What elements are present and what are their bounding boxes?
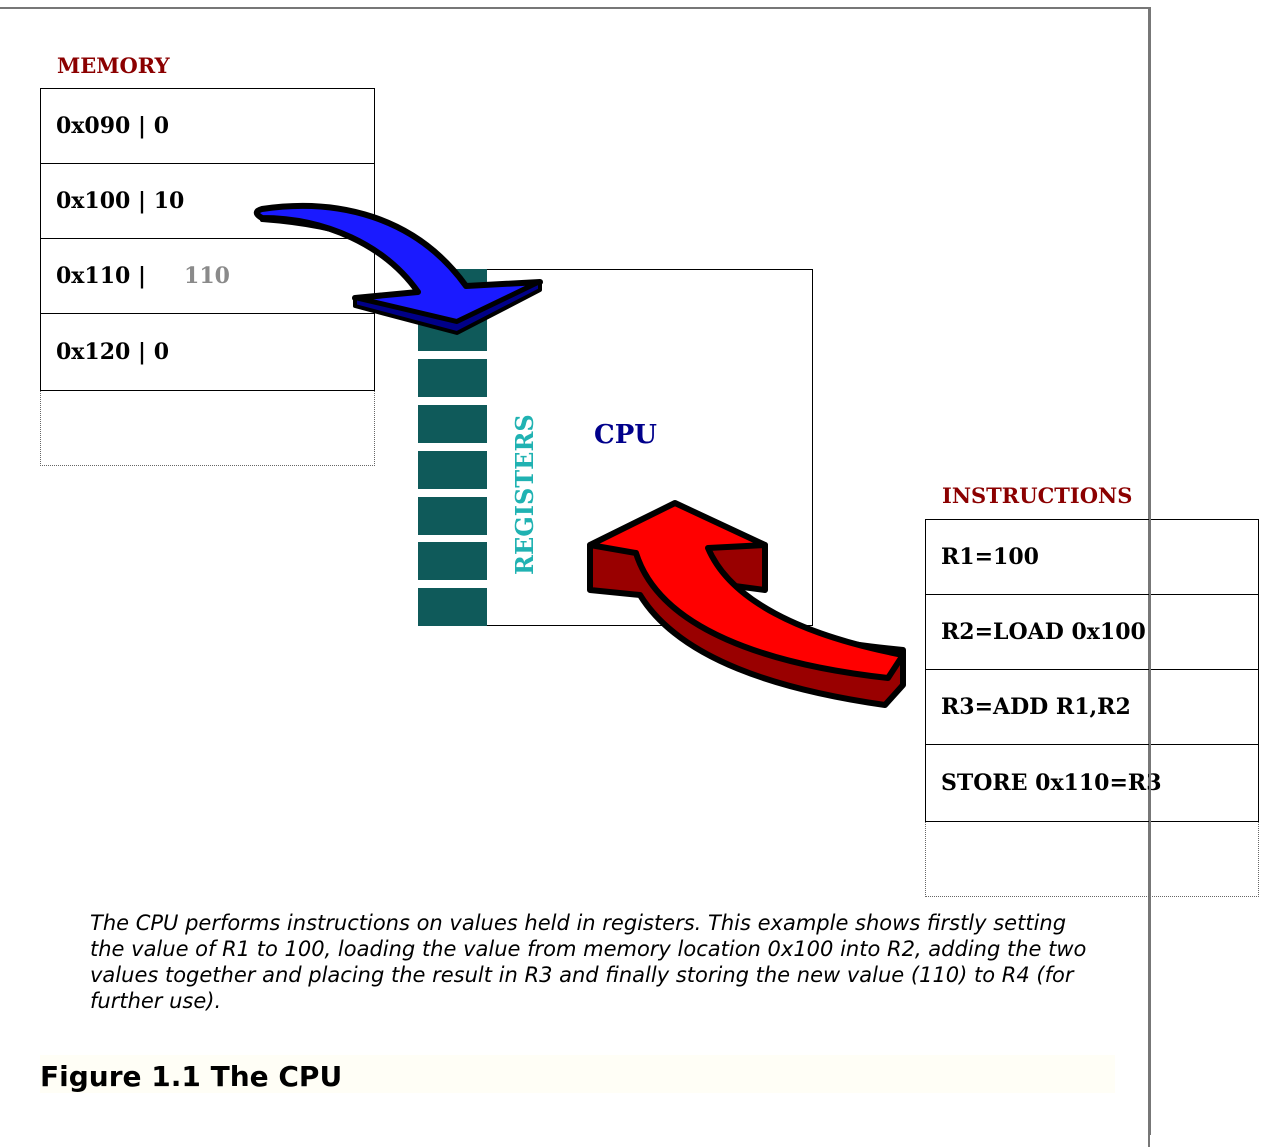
register	[418, 451, 487, 489]
memory-address: 0x100 |	[56, 188, 147, 214]
memory-value: 10	[153, 188, 185, 214]
memory-value: 110	[184, 263, 230, 289]
instruction-row: R1=100	[926, 520, 1258, 595]
figure-title-bar	[40, 1055, 1115, 1093]
register	[418, 542, 487, 580]
memory-address: 0x120 |	[56, 338, 147, 365]
memory-row: 0x120 | 0	[41, 314, 374, 389]
page-edge-line	[1149, 7, 1151, 1135]
instruction-arrow	[587, 500, 906, 708]
instructions-table: R1=100 R2=LOAD 0x100 R3=ADD R1,R2 STORE …	[925, 519, 1259, 822]
register	[418, 359, 487, 397]
memory-more-slot	[40, 391, 375, 466]
instructions-title: INSTRUCTIONS	[942, 483, 1133, 508]
memory-table: 0x090 | 0 0x100 | 10 0x110 | 110 0x120 | …	[40, 88, 375, 391]
memory-row: 0x110 | 110	[41, 239, 374, 314]
instructions-more-slot	[925, 822, 1259, 897]
instruction-row: R2=LOAD 0x100	[926, 595, 1258, 670]
memory-title: MEMORY	[57, 53, 170, 78]
memory-value: 0	[153, 338, 169, 365]
cpu-label: CPU	[594, 420, 657, 450]
instruction-row: STORE 0x110=R3	[941, 769, 1162, 796]
register	[418, 497, 487, 535]
figure-caption: The CPU performs instructions on values …	[90, 911, 1087, 1013]
register	[418, 405, 487, 443]
instruction-row: R3=ADD R1,R2	[926, 670, 1258, 745]
register	[418, 588, 487, 626]
load-arrow	[253, 202, 543, 335]
memory-address: 0x090 |	[56, 113, 147, 139]
figure-title: Figure 1.1 The CPU	[40, 1060, 343, 1093]
memory-row: 0x090 | 0	[41, 89, 374, 164]
memory-row: 0x100 | 10	[41, 164, 374, 239]
memory-address: 0x110 |	[56, 263, 147, 289]
memory-value: 0	[153, 113, 169, 139]
